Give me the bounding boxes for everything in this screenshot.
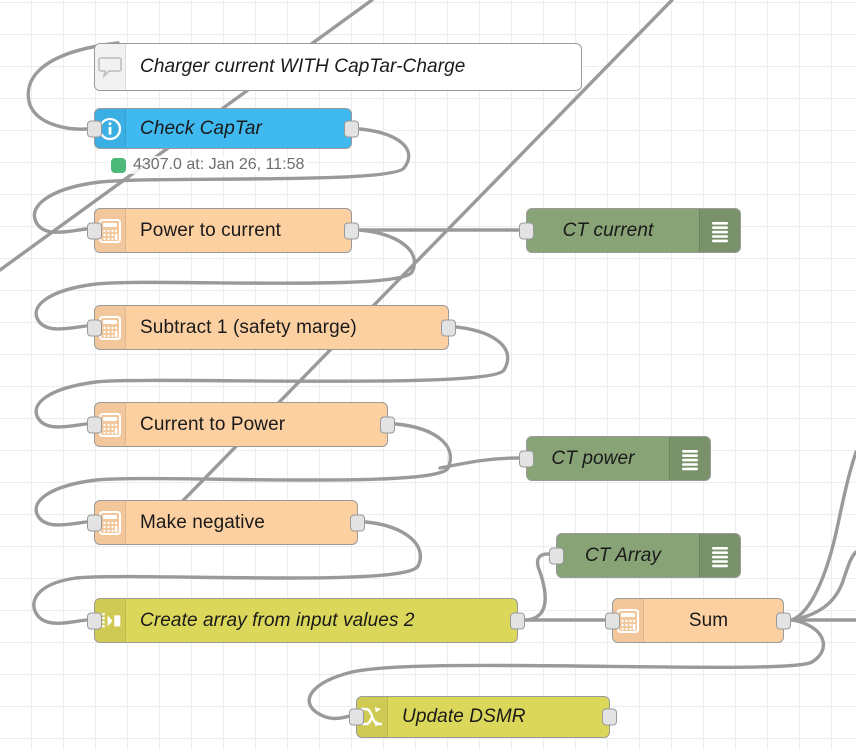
ct-array-debug-node[interactable]: CT Array xyxy=(549,531,778,580)
input-port[interactable] xyxy=(87,120,102,137)
wire-sum-out-upper-2 xyxy=(790,550,856,622)
subtract-1-node[interactable]: Subtract 1 (safety marge) xyxy=(87,305,456,350)
input-port[interactable] xyxy=(87,514,102,531)
current-to-power-node[interactable]: Current to Power xyxy=(87,402,395,447)
debug-toggle-indicator xyxy=(714,443,740,474)
power-to-current-node[interactable]: Power to current xyxy=(87,208,359,253)
wire-to-ct-power xyxy=(438,456,520,470)
status-dot-icon xyxy=(111,157,126,173)
input-port[interactable] xyxy=(519,450,534,467)
wire-sum-out-upper xyxy=(790,450,856,622)
output-port[interactable] xyxy=(350,514,365,531)
input-port[interactable] xyxy=(519,222,534,239)
input-port[interactable] xyxy=(87,416,102,433)
input-port[interactable] xyxy=(605,612,620,629)
wire-create-array-to-ct-array xyxy=(524,552,550,622)
debug-toggle-indicator xyxy=(744,540,770,571)
output-port[interactable] xyxy=(344,222,359,239)
output-port[interactable] xyxy=(380,416,395,433)
update-dsmr-node[interactable]: Update DSMR xyxy=(349,696,617,738)
calculator-icon xyxy=(95,306,126,349)
create-array-label: Create array from input values 2 xyxy=(140,609,415,631)
debug-list-icon xyxy=(699,534,740,577)
check-captar-node[interactable]: Check CapTar xyxy=(87,108,359,149)
ct-power-label: CT power xyxy=(551,447,635,469)
input-port[interactable] xyxy=(349,708,364,726)
output-port[interactable] xyxy=(602,708,617,726)
ct-current-debug-node[interactable]: CT current xyxy=(519,206,778,255)
comment-icon xyxy=(95,44,126,90)
make-negative-node[interactable]: Make negative xyxy=(87,500,365,545)
ct-array-label: CT Array xyxy=(584,544,662,566)
power-to-current-label: Power to current xyxy=(140,219,281,241)
sum-label: Sum xyxy=(688,609,729,631)
output-port[interactable] xyxy=(510,612,525,629)
status-text: 4307.0 at: Jan 26, 11:58 xyxy=(133,156,305,173)
debug-list-icon xyxy=(699,209,740,252)
comment-node[interactable]: Charger current WITH CapTar-Charge xyxy=(94,43,582,91)
input-port[interactable] xyxy=(549,547,564,564)
output-port[interactable] xyxy=(776,612,791,629)
input-port[interactable] xyxy=(87,319,102,336)
ct-power-debug-node[interactable]: CT power xyxy=(519,434,748,483)
output-port[interactable] xyxy=(441,319,456,336)
update-dsmr-label: Update DSMR xyxy=(402,706,526,727)
check-captar-status: 4307.0 at: Jan 26, 11:58 xyxy=(108,156,308,174)
check-captar-label: Check CapTar xyxy=(140,117,262,139)
shuffle-icon xyxy=(357,697,388,737)
current-to-power-label: Current to Power xyxy=(140,413,286,435)
create-array-node[interactable]: Create array from input values 2 xyxy=(87,598,525,643)
comment-label: Charger current WITH CapTar-Charge xyxy=(140,56,466,77)
debug-toggle-indicator xyxy=(744,215,770,246)
output-port[interactable] xyxy=(344,120,359,137)
input-port[interactable] xyxy=(87,612,102,629)
sum-node[interactable]: Sum xyxy=(605,598,791,643)
input-port[interactable] xyxy=(87,222,102,239)
make-negative-label: Make negative xyxy=(140,511,265,533)
debug-list-icon xyxy=(669,437,710,480)
subtract-1-label: Subtract 1 (safety marge) xyxy=(140,316,357,338)
ct-current-label: CT current xyxy=(562,219,654,241)
